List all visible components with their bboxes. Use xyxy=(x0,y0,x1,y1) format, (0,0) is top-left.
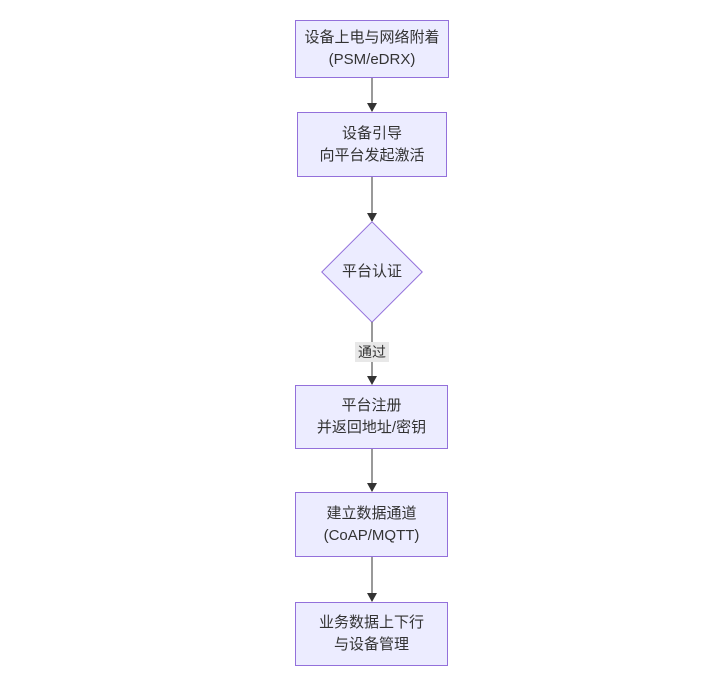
node-text: 平台注册 xyxy=(341,397,402,414)
node-text: 业务数据上下行 xyxy=(318,614,424,631)
node-text: 设备引导 xyxy=(341,124,402,142)
edge-line xyxy=(371,557,373,594)
node-text: 并返回地址/密钥 xyxy=(316,419,427,436)
edge-line xyxy=(371,177,373,214)
edge-register-to-channel xyxy=(365,449,379,492)
node-bootstrap: 设备引导 向平台发起激活 xyxy=(297,112,447,177)
arrowhead-down-icon xyxy=(367,593,377,602)
node-register: 平台注册 并返回地址/密钥 xyxy=(295,385,448,449)
node-business: 业务数据上下行 与设备管理 xyxy=(295,602,448,666)
node-text: 设备上电与网络附着 xyxy=(304,29,440,46)
edge-bootstrap-to-auth xyxy=(365,177,379,222)
edge-auth-to-register: 通过 xyxy=(355,322,389,385)
node-text: 与设备管理 xyxy=(333,636,409,653)
node-text: (CoAP/MQTT) xyxy=(323,526,420,544)
edge-label-pass: 通过 xyxy=(355,342,389,362)
node-power-attach: 设备上电与网络附着 (PSM/eDRX) xyxy=(295,20,449,78)
decision-label: 平台认证 xyxy=(341,263,402,280)
arrowhead-down-icon xyxy=(367,376,377,385)
edge-channel-to-business xyxy=(365,557,379,602)
node-text: 建立数据通道 xyxy=(326,504,417,522)
edge-power-to-bootstrap xyxy=(365,78,379,112)
edge-line xyxy=(371,449,373,484)
edge-line xyxy=(371,78,373,104)
arrowhead-down-icon xyxy=(367,103,377,112)
arrowhead-down-icon xyxy=(367,213,377,222)
node-data-channel: 建立数据通道 (CoAP/MQTT) xyxy=(295,492,448,557)
node-text: (PSM/eDRX) xyxy=(328,51,416,68)
node-text: 向平台发起激活 xyxy=(319,146,425,164)
arrowhead-down-icon xyxy=(367,483,377,492)
